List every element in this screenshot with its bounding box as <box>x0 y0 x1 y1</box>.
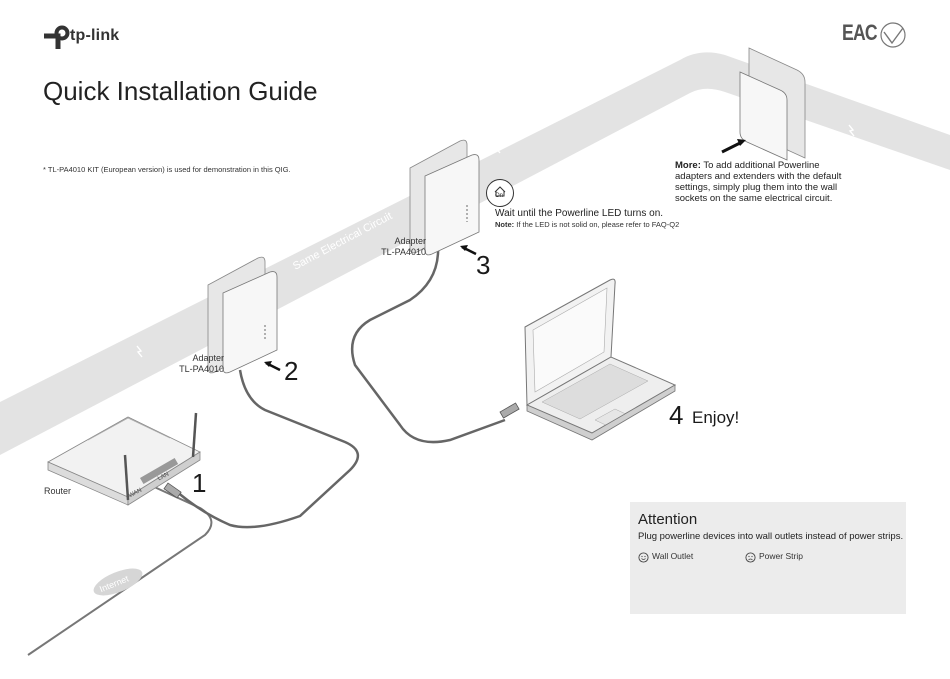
adapter-2-name: Adapter <box>394 236 426 246</box>
more-info: More: To add additional Powerline adapte… <box>675 160 850 204</box>
certification-mark-icon <box>880 22 906 48</box>
house-icon <box>494 186 506 197</box>
arrow-step-3 <box>460 245 468 251</box>
led-on-text: On <box>495 193 504 199</box>
wait-instruction: Wait until the Powerline LED turns on. <box>495 208 664 219</box>
ethernet-plug <box>163 482 182 499</box>
tp-link-logo-icon <box>44 25 70 49</box>
more-label: More: <box>675 160 701 171</box>
powerline-adapter-1 <box>207 256 278 374</box>
wall-outlet-label: Wall Outlet <box>652 551 694 561</box>
eac-certification-mark: EAC <box>842 20 878 45</box>
tp-link-logo-text: tp-link <box>70 27 120 44</box>
sad-face-icon <box>745 550 756 568</box>
page-title: Quick Installation Guide <box>43 76 318 106</box>
more-text: To add additional Powerline adapters and… <box>675 160 842 204</box>
happy-face-icon <box>638 550 649 568</box>
ethernet-cable-1 <box>174 369 359 529</box>
powerline-adapter-2 <box>409 139 480 256</box>
router-illustration <box>47 412 201 506</box>
attention-panel <box>630 502 906 614</box>
ethernet-cable-2 <box>350 244 506 444</box>
wait-note-label: Note: <box>495 220 515 229</box>
internet-badge <box>93 568 143 596</box>
adapter-1-model: TL-PA4010 <box>179 364 224 374</box>
power-strip-label: Power Strip <box>759 551 803 561</box>
step-1-number: 1 <box>192 468 207 498</box>
ethernet-plug <box>499 402 520 419</box>
attention-title: Attention <box>638 511 698 528</box>
lightning-icon <box>136 345 143 358</box>
attention-text: Plug powerline devices into wall outlets… <box>638 531 904 542</box>
arrow-more <box>737 139 746 146</box>
adapter-1-label: Adapter TL-PA4010 <box>170 353 224 375</box>
step-2-number: 2 <box>284 356 299 386</box>
lightning-icon <box>494 141 501 154</box>
powerline-led-icon <box>486 179 514 207</box>
router-label: Router <box>44 486 72 496</box>
internet-cable <box>27 484 213 656</box>
wait-note-text: If the LED is not solid on, please refer… <box>514 220 680 229</box>
enjoy-text: Enjoy! <box>692 408 740 427</box>
adapter-1-name: Adapter <box>192 353 224 363</box>
laptop-illustration <box>524 278 677 441</box>
adapter-2-label: Adapter TL-PA4010 <box>372 236 426 258</box>
lightning-icon <box>848 124 855 137</box>
additional-powerline-adapter <box>739 47 806 161</box>
demo-note: * TL-PA4010 KIT (European version) is us… <box>43 165 291 174</box>
arrow-step-2 <box>264 361 272 367</box>
step-4-number: 4 <box>669 400 684 430</box>
wait-note: Note: If the LED is not solid on, please… <box>495 220 679 229</box>
adapter-2-model: TL-PA4010 <box>381 247 426 257</box>
arrow-more <box>721 141 741 154</box>
step-3-number: 3 <box>476 250 491 280</box>
